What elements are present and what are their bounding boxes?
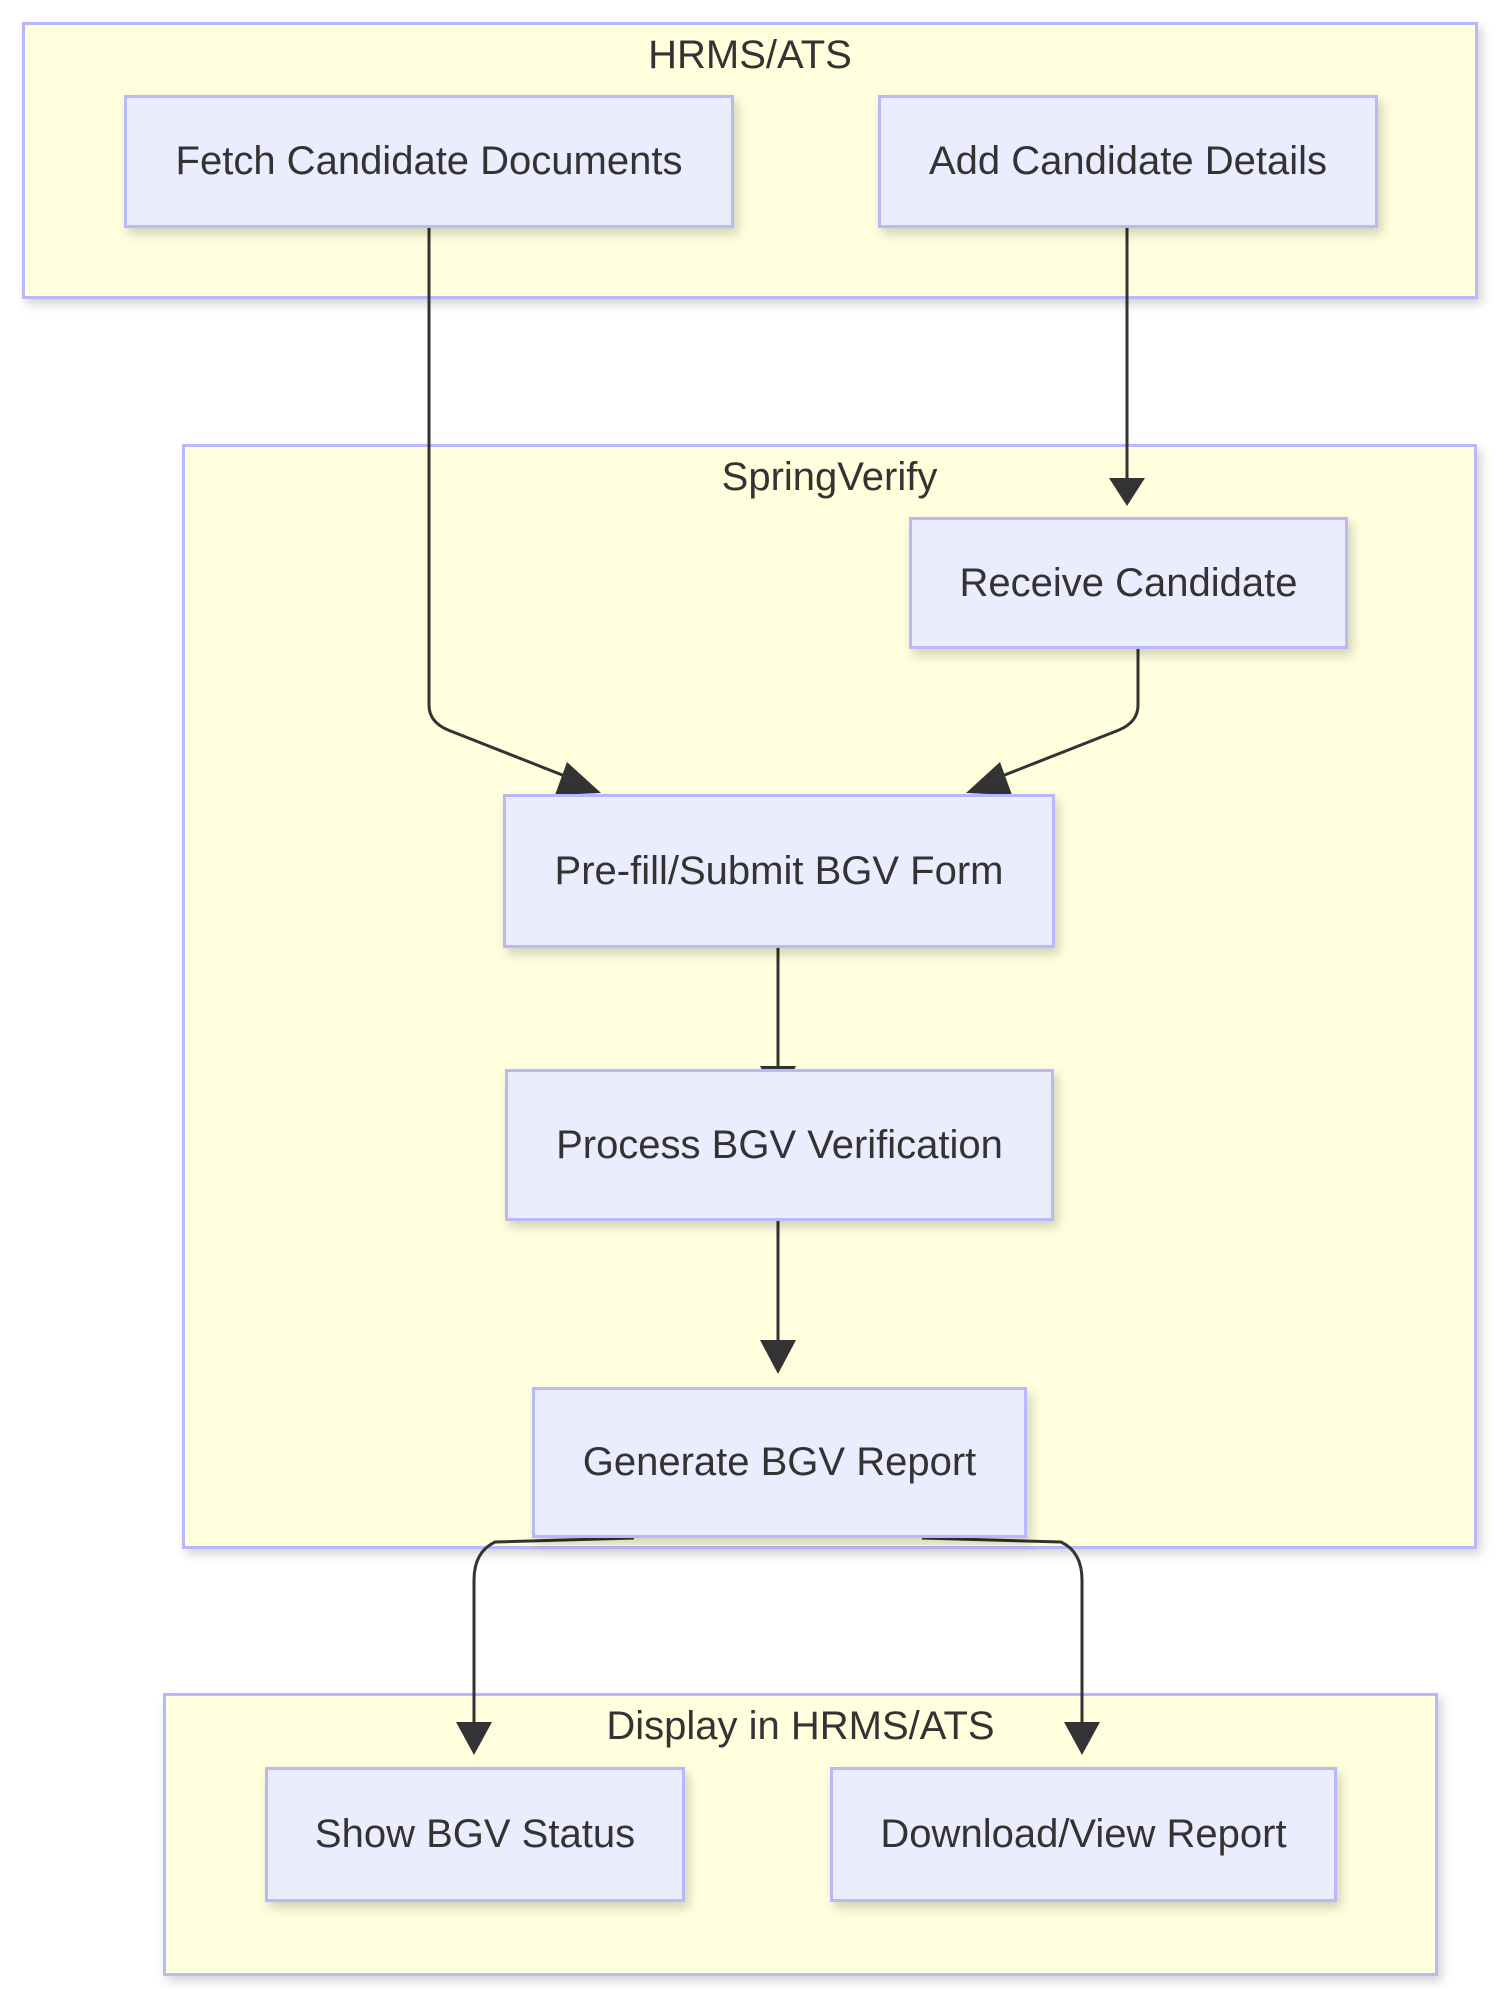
node-label: Receive Candidate xyxy=(959,560,1298,605)
node-label: Process BGV Verification xyxy=(556,1122,1003,1167)
node-generate-bgv-report[interactable]: Generate BGV Report xyxy=(532,1387,1027,1538)
cluster-title-hrms-ats: HRMS/ATS xyxy=(648,33,852,77)
node-label: Download/View Report xyxy=(880,1812,1287,1856)
node-process-bgv-verification[interactable]: Process BGV Verification xyxy=(505,1069,1054,1221)
node-show-bgv-status[interactable]: Show BGV Status xyxy=(265,1767,685,1902)
node-label: Add Candidate Details xyxy=(928,139,1328,183)
node-prefill-submit-bgv-form[interactable]: Pre-fill/Submit BGV Form xyxy=(503,794,1055,948)
node-label: Fetch Candidate Documents xyxy=(175,139,683,183)
node-fetch-candidate-documents[interactable]: Fetch Candidate Documents xyxy=(124,95,734,228)
node-add-candidate-details[interactable]: Add Candidate Details xyxy=(878,95,1378,228)
node-receive-candidate[interactable]: Receive Candidate xyxy=(909,517,1348,649)
cluster-title-springverify: SpringVerify xyxy=(721,455,938,499)
cluster-title-display: Display in HRMS/ATS xyxy=(606,1704,995,1748)
node-label: Pre-fill/Submit BGV Form xyxy=(554,848,1004,893)
node-label: Show BGV Status xyxy=(314,1812,636,1856)
node-download-view-report[interactable]: Download/View Report xyxy=(830,1767,1337,1902)
node-label: Generate BGV Report xyxy=(582,1440,977,1484)
